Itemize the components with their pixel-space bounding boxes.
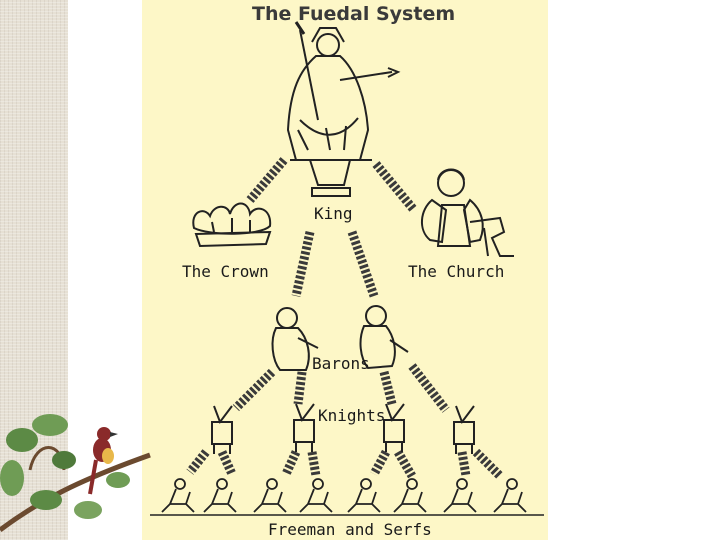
serf-figure-2 xyxy=(203,478,237,513)
chain-baron-knight-3 xyxy=(379,370,397,406)
chain-knight-freeman-6 xyxy=(394,449,416,479)
label-barons: Barons xyxy=(312,354,370,373)
chain-baron-knight-4 xyxy=(408,363,450,413)
chain-king-baron-right xyxy=(347,230,379,298)
baron-figure-right xyxy=(359,305,409,370)
knight-figure-3 xyxy=(383,403,405,452)
chain-king-crown xyxy=(246,157,288,203)
chain-knight-freeman-8 xyxy=(472,448,504,480)
chain-king-baron-left xyxy=(291,231,315,297)
crown-icon xyxy=(192,202,272,248)
serf-figure-6 xyxy=(393,478,427,513)
label-freemen: Freeman and Serfs xyxy=(268,520,432,539)
knights xyxy=(211,403,475,454)
knight-figure-2 xyxy=(293,403,315,452)
chain-knight-freeman-4 xyxy=(307,451,321,477)
chain-baron-knight-2 xyxy=(293,371,307,405)
chains xyxy=(186,157,504,480)
chain-knight-freeman-2 xyxy=(217,450,237,476)
chain-king-church xyxy=(372,161,418,213)
knight-figure-4 xyxy=(453,405,475,454)
chain-knight-freeman-7 xyxy=(457,451,471,477)
linen-border xyxy=(0,0,68,540)
chain-knight-freeman-1 xyxy=(186,449,210,475)
serf-figure-3 xyxy=(253,478,287,513)
king-figure xyxy=(286,21,401,197)
chain-knight-freeman-3 xyxy=(281,450,301,476)
knight-figure-1 xyxy=(211,405,233,454)
chain-knight-freeman-5 xyxy=(370,449,390,477)
label-church: The Church xyxy=(408,262,505,281)
serf-figure-8 xyxy=(493,478,527,513)
freemen-row xyxy=(150,478,544,516)
label-knights: Knights xyxy=(318,406,386,425)
serf-figure-7 xyxy=(443,478,477,513)
bird-branch-illustration xyxy=(0,414,151,533)
chain-baron-knight-1 xyxy=(232,368,276,412)
serf-figure-1 xyxy=(161,478,195,513)
church-figure xyxy=(421,168,514,257)
serf-figure-4 xyxy=(299,478,333,513)
baron-figure-left xyxy=(271,307,319,371)
label-crown: The Crown xyxy=(182,262,269,281)
serf-figure-5 xyxy=(347,478,381,513)
label-king: King xyxy=(314,204,353,223)
diagram-title: The Fuedal System xyxy=(252,3,456,25)
